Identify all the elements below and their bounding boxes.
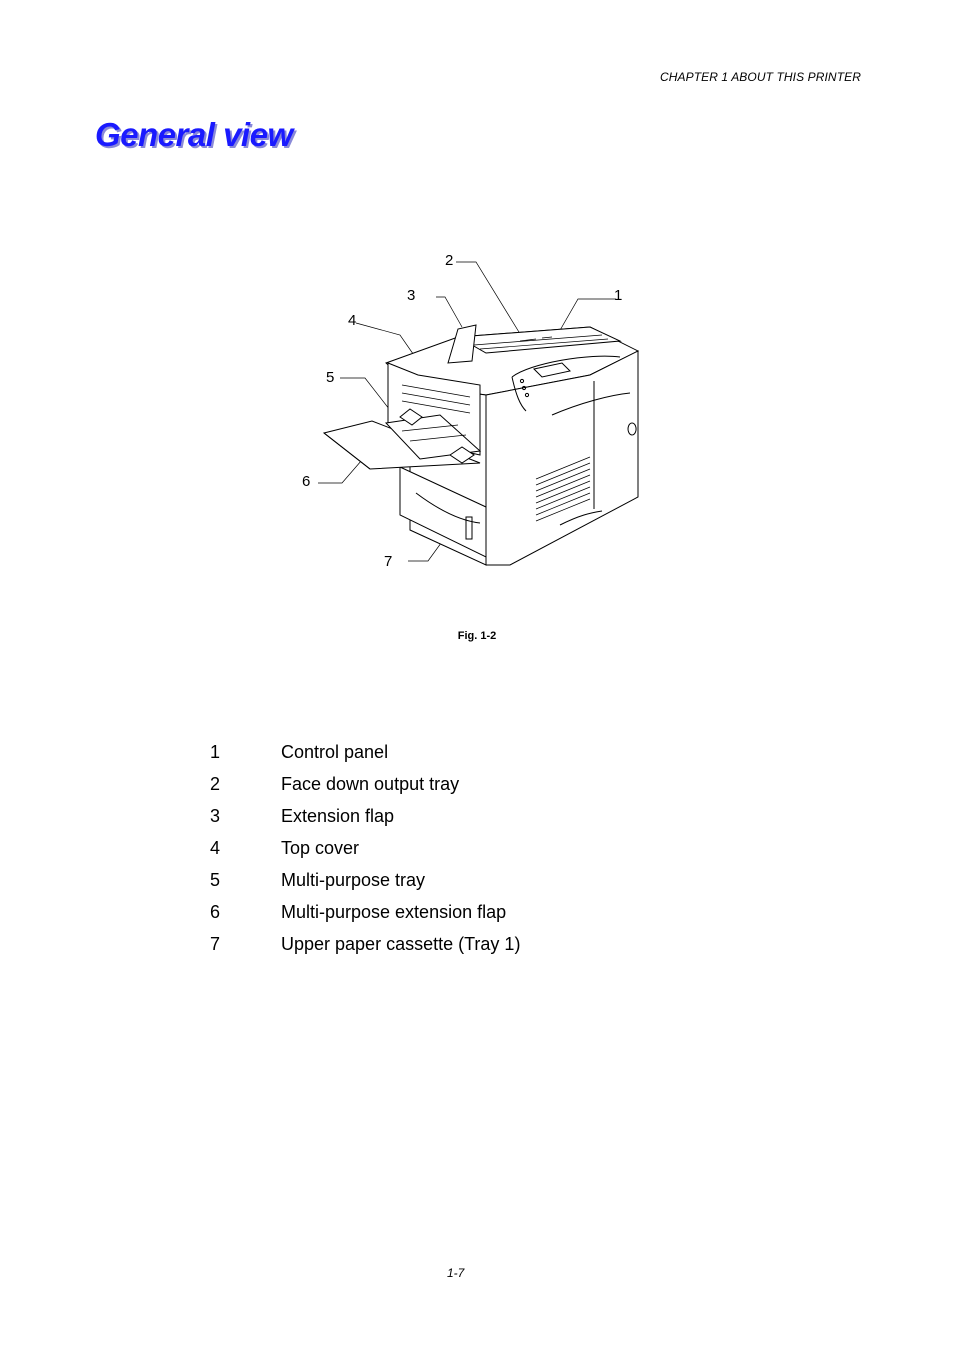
callout-2: 2 [445,252,454,269]
legend-number: 7 [210,933,221,954]
legend-item: 4 Top cover [210,832,520,864]
legend-item: 1 Control panel [210,736,520,768]
running-header: CHAPTER 1 ABOUT THIS PRINTER [659,70,861,84]
legend-item: 2 Face down output tray [210,768,520,800]
legend-number: 1 [210,741,221,762]
legend-number: 3 [210,805,221,826]
legend-label: Multi-purpose tray [281,869,426,890]
callout-7: 7 [384,553,393,570]
printer-illustration [318,261,640,566]
legend-item: 3 Extension flap [210,800,520,832]
parts-legend: 1 Control panel 2 Face down output tray … [210,736,520,960]
callout-leaders [318,261,616,562]
legend-label: Face down output tray [281,773,460,794]
legend-number: 2 [210,773,221,794]
legend-item: 7 Upper paper cassette (Tray 1) [210,928,520,960]
callout-6: 6 [302,473,311,490]
callout-4: 4 [348,312,357,329]
vent-slats [535,456,591,522]
legend-label: Top cover [281,837,360,858]
callout-1: 1 [614,287,623,304]
legend-number: 5 [210,869,221,890]
legend-item: 5 Multi-purpose tray [210,864,520,896]
callout-3: 3 [407,287,416,304]
printer-figure: 2 3 1 4 5 6 7 [290,245,660,585]
multipurpose-tray [322,408,482,470]
legend-label: Control panel [281,741,389,762]
legend-label: Extension flap [281,805,395,826]
page-number: 1-7 [447,1266,465,1280]
page-title: General view [95,116,293,153]
legend-number: 4 [210,837,221,858]
legend-number: 6 [210,901,221,922]
legend-label: Multi-purpose extension flap [281,901,507,922]
legend-label: Upper paper cassette (Tray 1) [281,933,521,954]
callout-5: 5 [326,369,335,386]
legend-item: 6 Multi-purpose extension flap [210,896,520,928]
figure-caption: Fig. 1-2 [457,630,497,642]
